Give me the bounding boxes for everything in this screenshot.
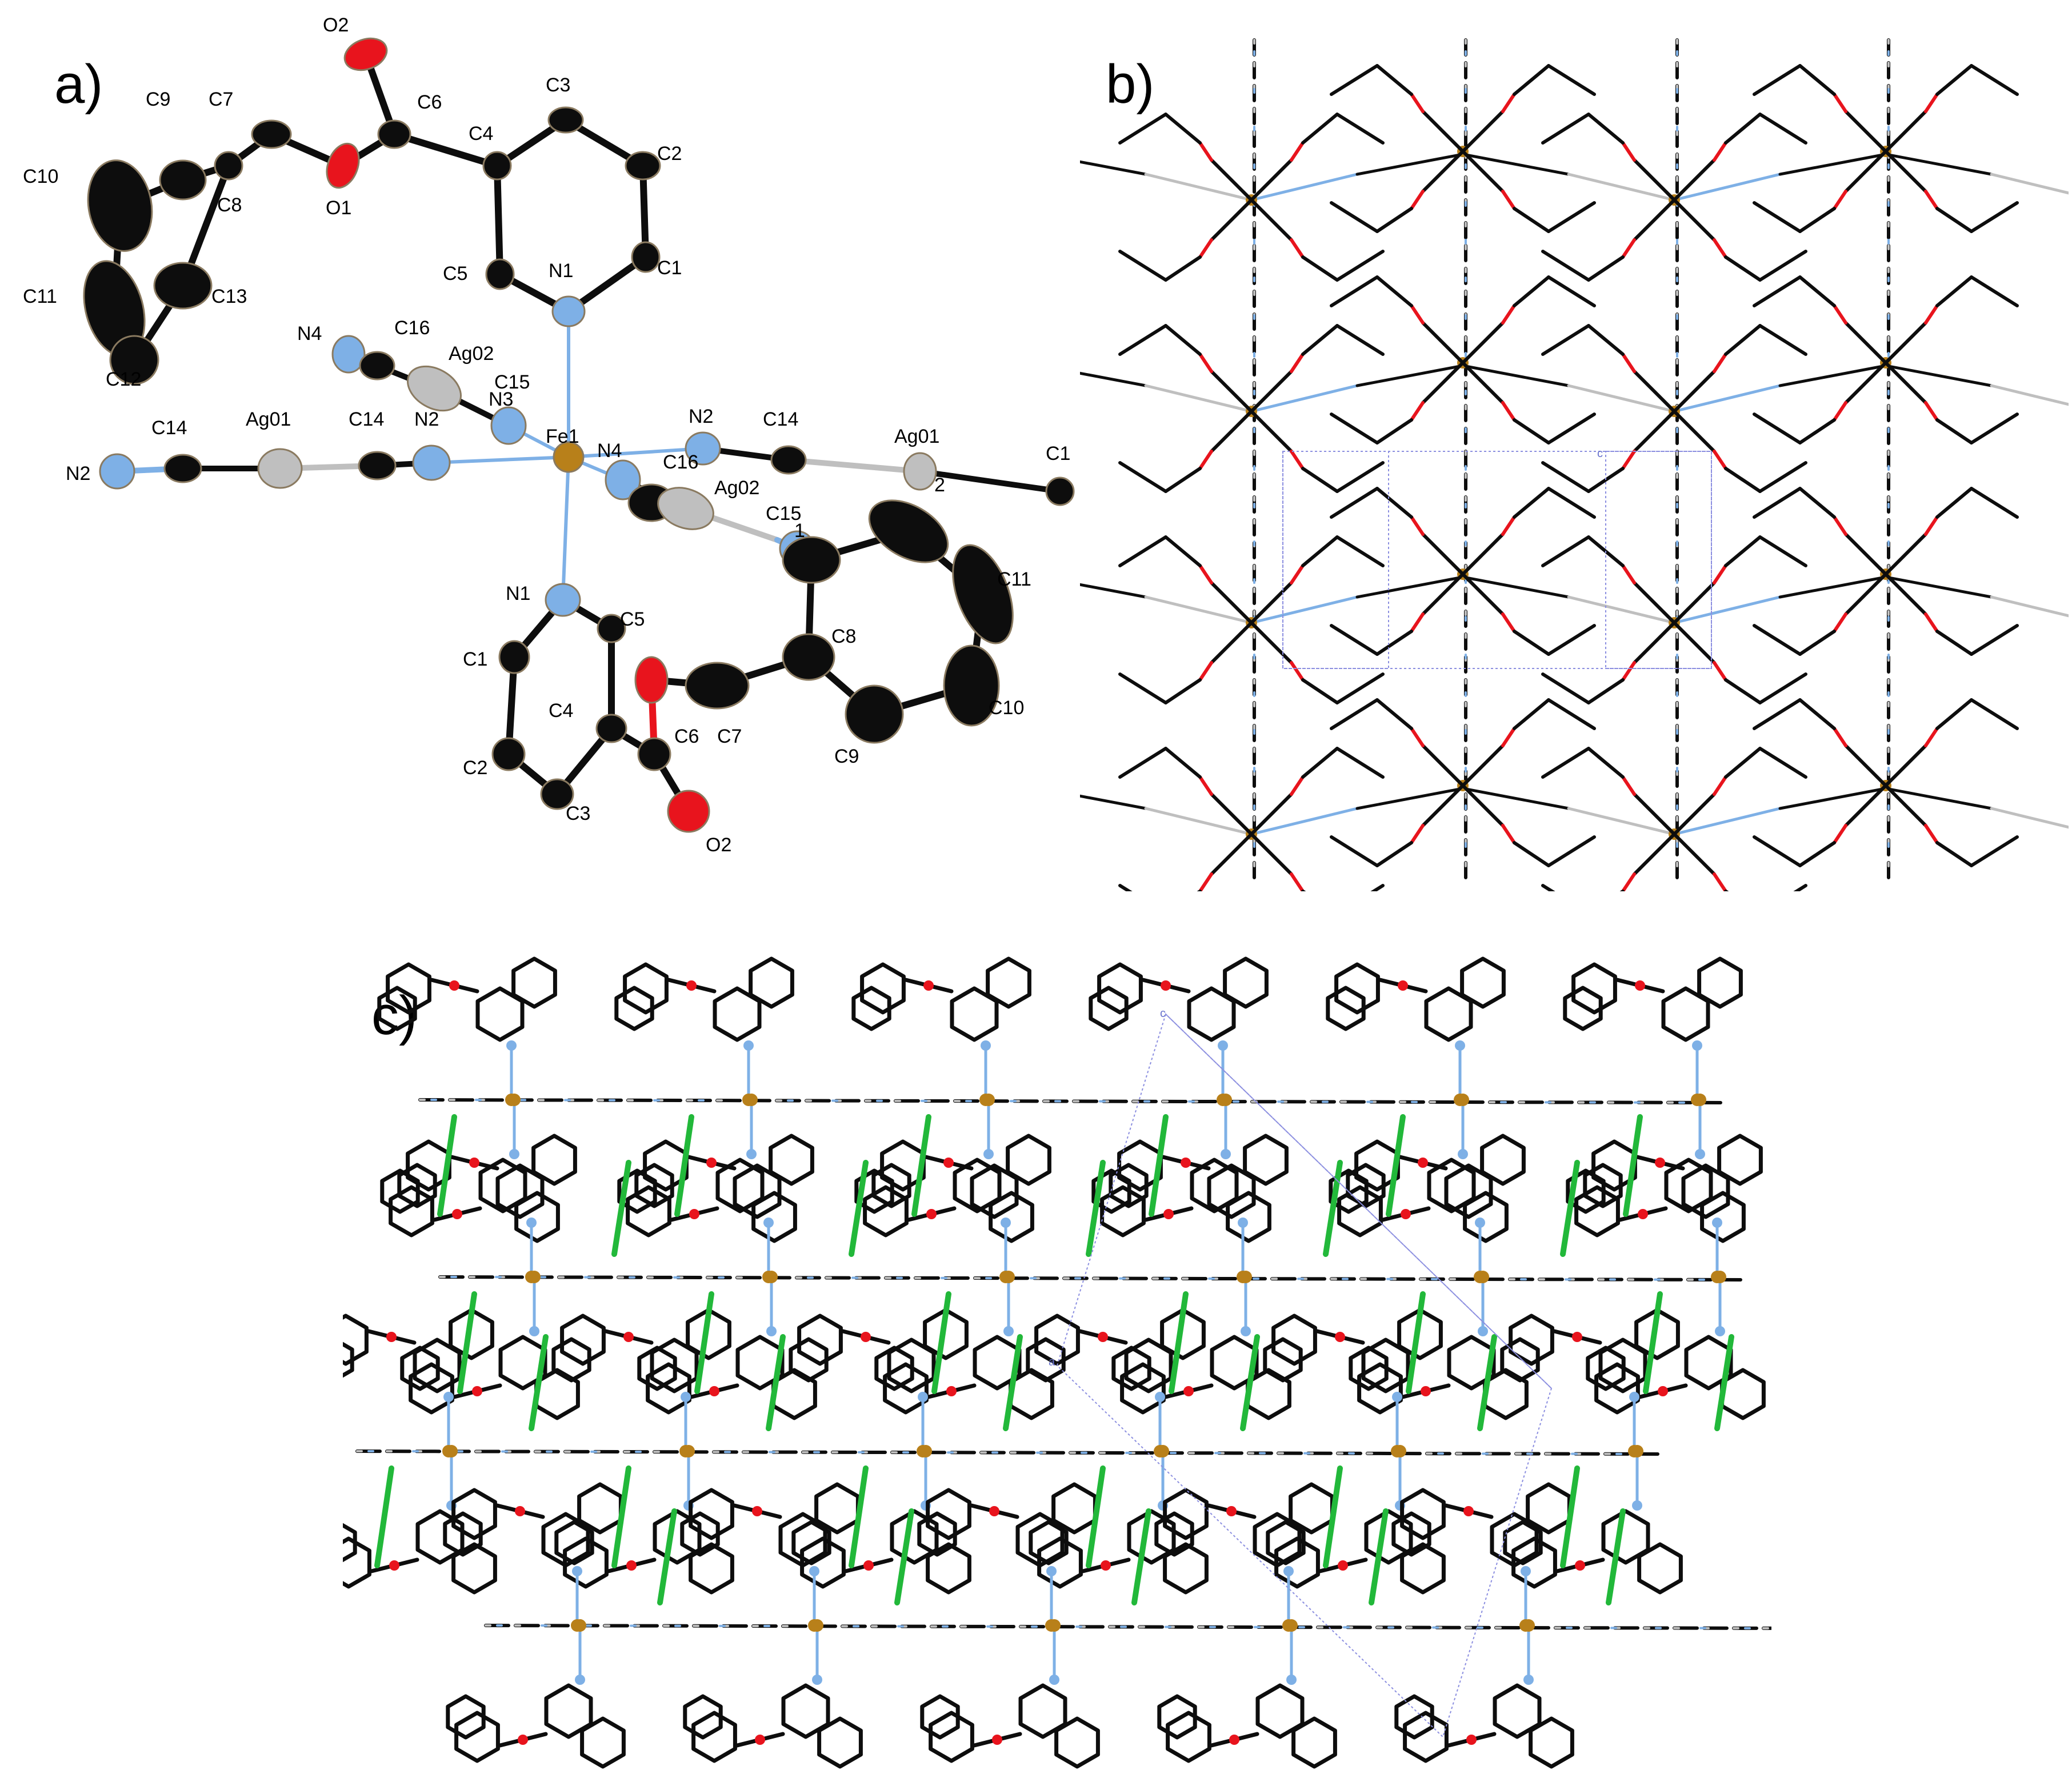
atom-label: C15 [494,371,530,393]
atom-label: C11 [23,286,57,307]
panel-c-lattice [343,956,1771,1769]
atom-label: C5 [443,263,467,285]
atom-label: C9 [834,746,859,767]
atom-label: C1 [1046,443,1070,464]
panel-a-ortep-structure: a) [23,14,1075,856]
atom-label: C3 [546,74,570,96]
atom-label: C1 [463,648,487,670]
atom-label: C6 [674,726,699,747]
atom-label: N1 [549,260,573,282]
atom-label: N4 [597,440,622,462]
atom-label: C10 [23,166,58,187]
panel-c-packing-view: c) c a [343,956,1771,1769]
panel-a-label: a) [54,54,103,115]
atom-label: O2 [323,14,349,36]
atom-label: C1 [657,257,682,279]
atom-label: O2 [706,834,731,856]
atom-label: C7 [717,726,742,747]
atom-label: Ag02 [449,343,494,365]
atom-label: Fe1 [546,426,579,447]
atom-label: C5 [620,608,645,630]
atom-label: N4 [297,323,322,345]
atom-label: C9 [146,89,170,110]
atom-label: N2 [414,409,439,430]
panel-b-label: b) [1106,54,1154,115]
panel-a-atoms [83,37,1075,833]
atom-label: N3 [489,389,513,410]
atom-label: 1 [794,520,805,542]
atom-label: C2 [657,143,682,165]
atom-label: C12 [106,369,141,390]
panel-c-cell-label: a [1049,1356,1055,1368]
atom-label: C14 [151,417,187,439]
atom-label: Ag02 [714,477,759,499]
atom-label: C13 [211,286,247,307]
atom-label: C10 [989,697,1024,719]
atom-label: C8 [217,194,242,216]
panel-a-atom-labels: O2 C6 C3 C9 C7 C4 C2 C10 C8 O1 C5 N1 C1 … [23,14,1070,856]
atom-label: 2 [934,474,945,496]
atom-label: O1 [326,197,351,219]
atom-label: C2 [463,757,487,779]
atom-label: C8 [831,626,856,647]
atom-label: Ag01 [246,409,291,430]
atom-label: C14 [349,409,384,430]
panel-c-cell-label: c [1160,1007,1166,1020]
atom-label: C16 [394,317,430,339]
atom-label: C4 [549,700,573,722]
atom-label: C6 [417,91,442,113]
atom-label: C4 [469,123,493,145]
atom-label: N2 [66,463,90,484]
atom-label: C3 [566,803,590,824]
atom-label: N1 [506,583,530,604]
atom-label: Ag01 [894,426,939,447]
panel-b-cell-label: c [1597,447,1603,460]
atom-label: C14 [763,409,798,430]
atom-label: C15 [766,503,801,524]
atom-label: C16 [663,451,698,473]
atom-label: N2 [689,406,713,427]
atom-label: C11 [997,568,1031,590]
atom-label: C7 [209,89,233,110]
panel-b-packing-view: b) c [1080,38,2069,891]
panel-b-lattice [1080,38,2069,891]
